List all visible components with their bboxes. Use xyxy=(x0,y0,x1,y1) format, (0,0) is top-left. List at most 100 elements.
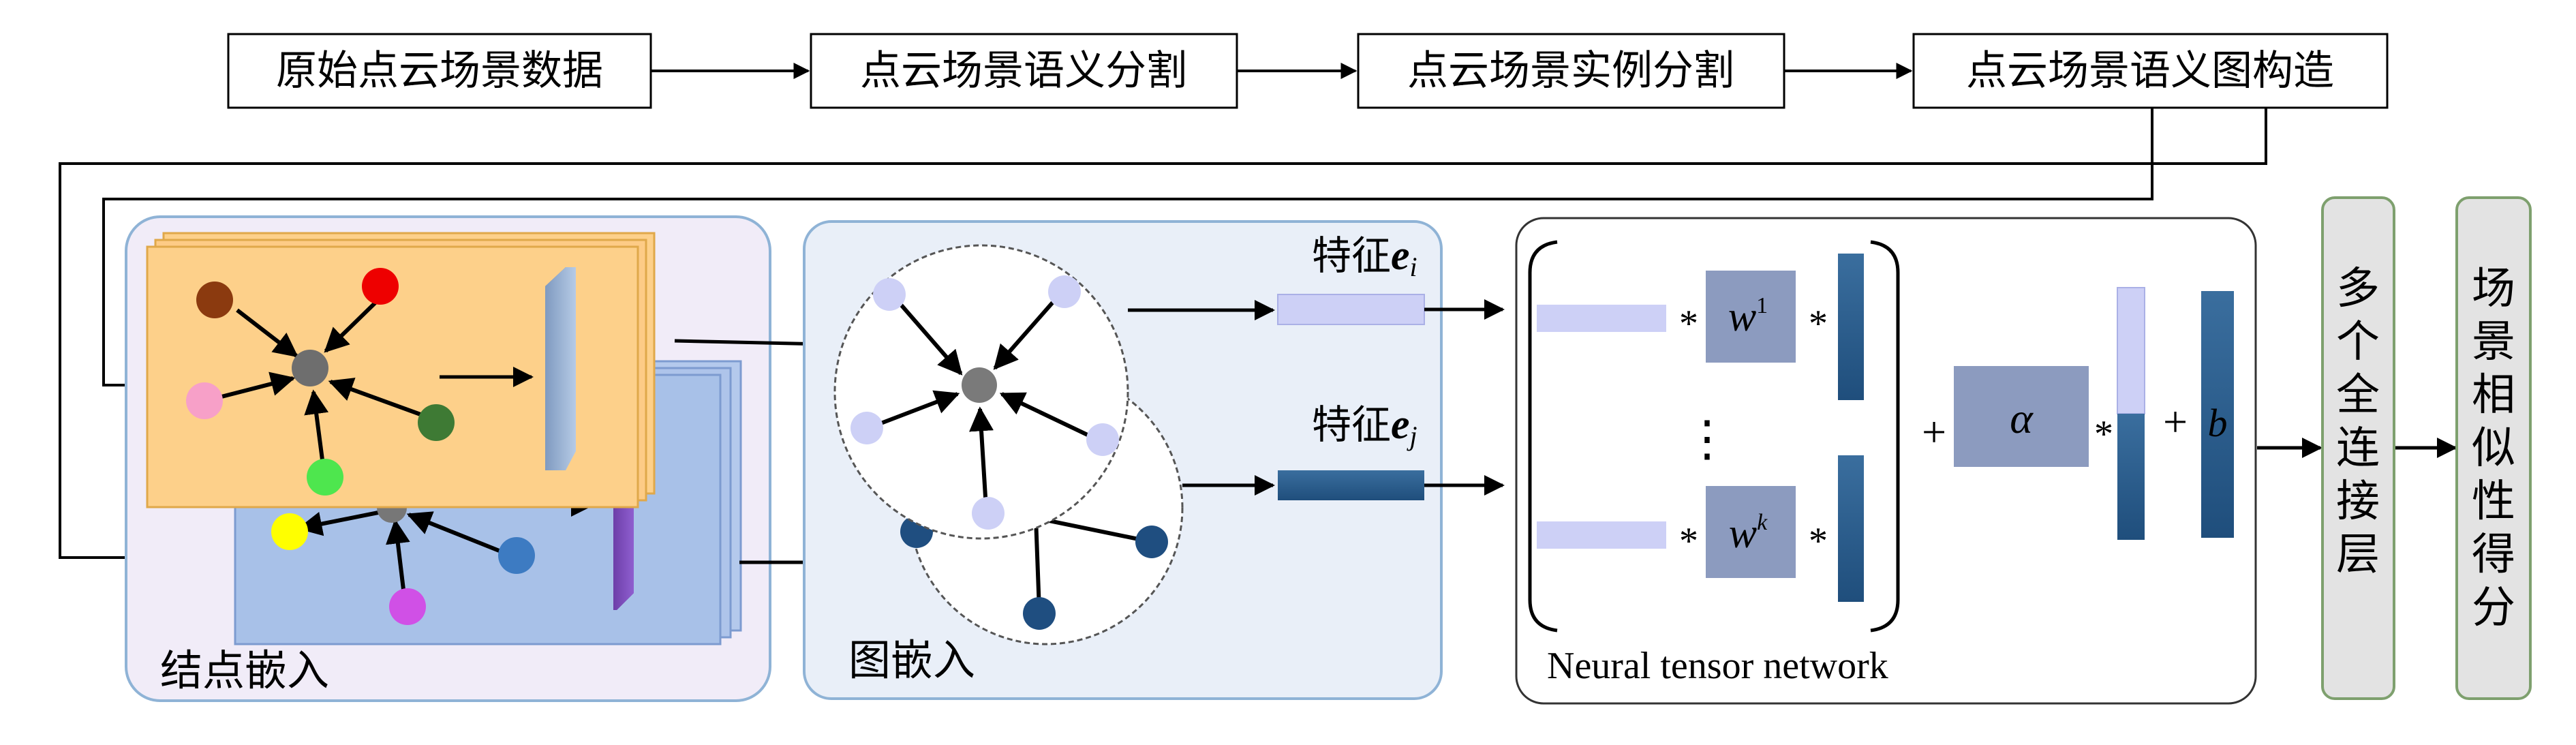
feature-ei-base: e xyxy=(1391,232,1410,279)
ntn-panel: Neural tensor network * w1 * ⋮ * wk * + … xyxy=(1515,217,2257,705)
edge xyxy=(297,508,393,536)
w1-label: w1 xyxy=(1728,293,1768,340)
alpha-label: α xyxy=(2010,394,2034,442)
feature-prefix: 特征 xyxy=(1312,401,1391,448)
similarity-score-bg xyxy=(2455,196,2532,700)
edge xyxy=(236,308,298,358)
ntn-ei-vector-1 xyxy=(1537,305,1666,332)
node-blue xyxy=(498,537,535,574)
node-brown xyxy=(196,282,233,318)
node-pink xyxy=(186,382,223,419)
plus-1: + xyxy=(1922,408,1946,456)
pipeline-step3-box xyxy=(1357,33,1785,109)
ntn-ej-vector-2 xyxy=(1838,455,1864,602)
feature-ei-sub: i xyxy=(1410,252,1417,282)
star-3: * xyxy=(1679,520,1698,562)
feature-ei-label: 特征ei xyxy=(1312,232,1417,282)
node-dark-green xyxy=(418,404,455,441)
alpha-box xyxy=(1954,366,2089,467)
graph-embedding-label: 图嵌入 xyxy=(848,635,975,685)
similarity-score-label: 场景相似性得分 xyxy=(2472,264,2515,633)
pipeline-step3-label: 点云场景实例分割 xyxy=(1407,47,1734,95)
routing-lines xyxy=(59,108,2267,566)
feature-prefix: 特征 xyxy=(1312,232,1391,279)
star-5: * xyxy=(2094,413,2113,455)
w1-sup: 1 xyxy=(1756,293,1768,318)
feature-ej-label: 特征ej xyxy=(1312,401,1417,451)
b-vector xyxy=(2201,291,2234,538)
ntn-ej-vector-1 xyxy=(1838,254,1864,400)
edge xyxy=(406,511,512,558)
edge xyxy=(1035,516,1152,544)
node-magenta xyxy=(389,588,426,625)
star-2: * xyxy=(1809,303,1828,345)
node-yellow xyxy=(271,513,308,550)
edge xyxy=(899,303,963,376)
node-light xyxy=(850,412,883,444)
wk-sup: k xyxy=(1757,510,1768,535)
pipeline-step4-box xyxy=(1912,33,2389,109)
w1-base: w xyxy=(1728,294,1756,340)
wk-box xyxy=(1706,486,1796,578)
wk-label: wk xyxy=(1729,510,1768,557)
ntn-ei-vector-2 xyxy=(1537,521,1666,549)
arrow-node-to-graph-a xyxy=(674,333,827,354)
feature-ei-vector xyxy=(1277,294,1425,325)
pipeline-step2-label: 点云场景语义分割 xyxy=(860,47,1187,95)
node-light xyxy=(972,497,1005,530)
feature-ej-base: e xyxy=(1391,401,1410,448)
center-node xyxy=(962,367,997,403)
pipeline-step2-box xyxy=(810,33,1238,109)
edge xyxy=(221,371,296,399)
pipeline: 原始点云场景数据 点云场景语义分割 点云场景实例分割 点云场景语义图构造 xyxy=(227,33,2389,109)
fc-layers-label: 多个全连接层 xyxy=(2336,264,2380,580)
scene-a-graph xyxy=(186,268,534,496)
node-dark xyxy=(1135,526,1168,558)
edge xyxy=(324,298,380,353)
node-light-green xyxy=(307,459,343,496)
edge xyxy=(878,390,960,426)
b-label: b xyxy=(2208,401,2228,445)
route-to-scene-b xyxy=(59,108,2267,566)
fc-layers-bg xyxy=(2321,196,2395,700)
pipeline-step1-box xyxy=(227,33,652,109)
star-1: * xyxy=(1679,303,1698,345)
feature-ej-vector xyxy=(1278,470,1424,500)
center-node xyxy=(292,350,328,386)
plus-2: + xyxy=(2163,397,2188,446)
edge xyxy=(999,392,1092,438)
ntn-label: Neural tensor network xyxy=(1547,645,1888,687)
node-dark xyxy=(1023,597,1056,630)
node-embedding-panel: 结点嵌入 xyxy=(125,215,771,702)
star-4: * xyxy=(1809,520,1828,562)
scene-b-graph xyxy=(271,493,592,625)
wk-base: w xyxy=(1729,511,1757,557)
node-light xyxy=(1086,423,1119,456)
pipeline-step1-label: 原始点云场景数据 xyxy=(276,47,603,95)
right-bracket xyxy=(1870,240,1900,633)
ntn-dots: ⋮ xyxy=(1683,412,1732,466)
graph-a-nodes xyxy=(850,275,1119,530)
edge xyxy=(1034,517,1041,611)
graph-embedding-panel: 图嵌入 特征ei 特征ej xyxy=(803,220,1443,700)
pipeline-step4-label: 点云场景语义图构造 xyxy=(1966,47,2334,95)
w1-box xyxy=(1706,271,1796,363)
edge xyxy=(328,378,429,419)
node-light xyxy=(1048,275,1081,308)
similarity-score-box: 场景相似性得分 xyxy=(2455,196,2532,700)
route-to-scene-a xyxy=(102,108,2153,393)
node-red xyxy=(362,268,399,305)
ntn-bg xyxy=(1515,217,2257,705)
edge xyxy=(304,389,329,471)
edge xyxy=(993,293,1062,370)
feature-ej-sub: j xyxy=(1407,421,1417,451)
node-light xyxy=(873,278,906,311)
fc-layers-box: 多个全连接层 xyxy=(2321,196,2395,700)
alpha-ej-vector xyxy=(2117,414,2145,540)
left-bracket xyxy=(1528,240,1558,633)
node-embedding-label: 结点嵌入 xyxy=(160,645,329,695)
alpha-ei-vector xyxy=(2117,287,2145,414)
edge xyxy=(969,406,994,508)
